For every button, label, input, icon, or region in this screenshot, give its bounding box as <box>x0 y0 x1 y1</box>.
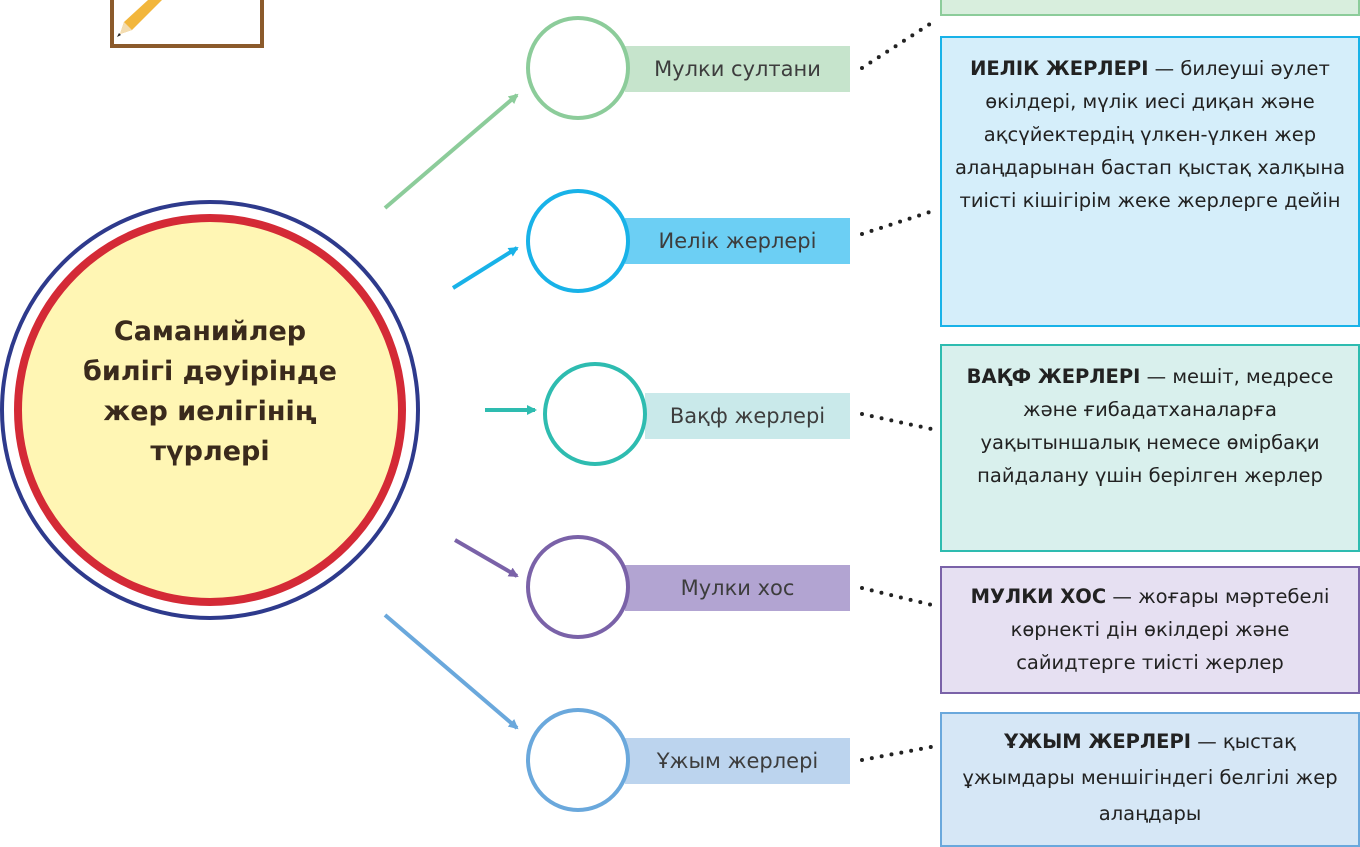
definition-box-ielik-zherleri: ИЕЛІК ЖЕРЛЕРІ — билеуші әулет өкілдері, … <box>940 36 1360 327</box>
definition-term: МУЛКИ ХОС <box>970 585 1107 608</box>
label-bg-vakf-zherleri <box>645 393 850 439</box>
node-circle-ielik-zherleri <box>526 189 630 293</box>
definition-text: — қыстақ ұжымдары меншігіндегі белгілі ж… <box>962 730 1338 825</box>
definition-text: — билеуші әулет өкілдері, мүлік иесі диқ… <box>954 57 1346 212</box>
node-circle-mulki-hos <box>526 535 630 639</box>
label-ielik-zherleri: Иелік жерлері <box>658 229 817 253</box>
label-bg-mulki-hos <box>625 565 850 611</box>
center-title-line: түрлері <box>150 436 270 467</box>
dotted-connector <box>860 586 938 608</box>
label-vakf-zherleri: Вақф жерлері <box>669 404 826 428</box>
arrow-uzhym-zherleri <box>383 613 519 730</box>
definition-term: ИЕЛІК ЖЕРЛЕРІ <box>970 57 1149 80</box>
dotted-connector <box>860 744 938 762</box>
center-title-line: билігі дәуірінде <box>83 356 337 387</box>
definition-box-vakf-zherleri: ВАҚФ ЖЕРЛЕРІ — мешіт, медресе және ғибад… <box>940 344 1360 552</box>
definition-term: ҰЖЫМ ЖЕРЛЕРІ <box>1004 730 1192 753</box>
definition-text: — мешіт, медресе және ғибадатханаларға у… <box>977 365 1334 487</box>
definition-box-mulki-sultani <box>940 0 1360 16</box>
definition-box-uzhym-zherleri: ҰЖЫМ ЖЕРЛЕРІ — қыстақ ұжымдары меншігінд… <box>940 712 1360 847</box>
dotted-connector <box>860 412 938 432</box>
node-circle-uzhym-zherleri <box>526 708 630 812</box>
label-bg-ielik-zherleri <box>625 218 850 264</box>
dotted-connector <box>860 208 938 236</box>
node-circle-mulki-sultani <box>526 16 630 120</box>
definition-text: — жоғары мәртебелі көрнекті дін өкілдері… <box>1010 585 1330 674</box>
definition-box-mulki-hos: МУЛКИ ХОС — жоғары мәртебелі көрнекті ді… <box>940 566 1360 694</box>
center-title: Саманийлер билігі дәуірінде жер иелігіні… <box>60 312 360 472</box>
node-circle-vakf-zherleri <box>543 362 647 466</box>
label-uzhym-zherleri: Ұжым жерлері <box>656 749 819 773</box>
definition-term: ВАҚФ ЖЕРЛЕРІ <box>966 365 1141 388</box>
pencil-icon <box>110 0 264 48</box>
arrow-mulki-sultani <box>383 93 519 210</box>
arrow-mulki-hos <box>453 538 519 578</box>
center-title-line: жер иелігінің <box>103 396 317 427</box>
label-mulki-hos: Мулки хос <box>680 576 795 600</box>
center-title-line: Саманийлер <box>113 316 307 347</box>
dotted-connector <box>860 18 938 70</box>
label-bg-mulki-sultani <box>625 46 850 92</box>
label-mulki-sultani: Мулки султани <box>654 57 821 81</box>
label-bg-uzhym-zherleri <box>625 738 850 784</box>
center-circle <box>0 200 420 620</box>
arrow-ielik-zherleri <box>451 246 519 290</box>
